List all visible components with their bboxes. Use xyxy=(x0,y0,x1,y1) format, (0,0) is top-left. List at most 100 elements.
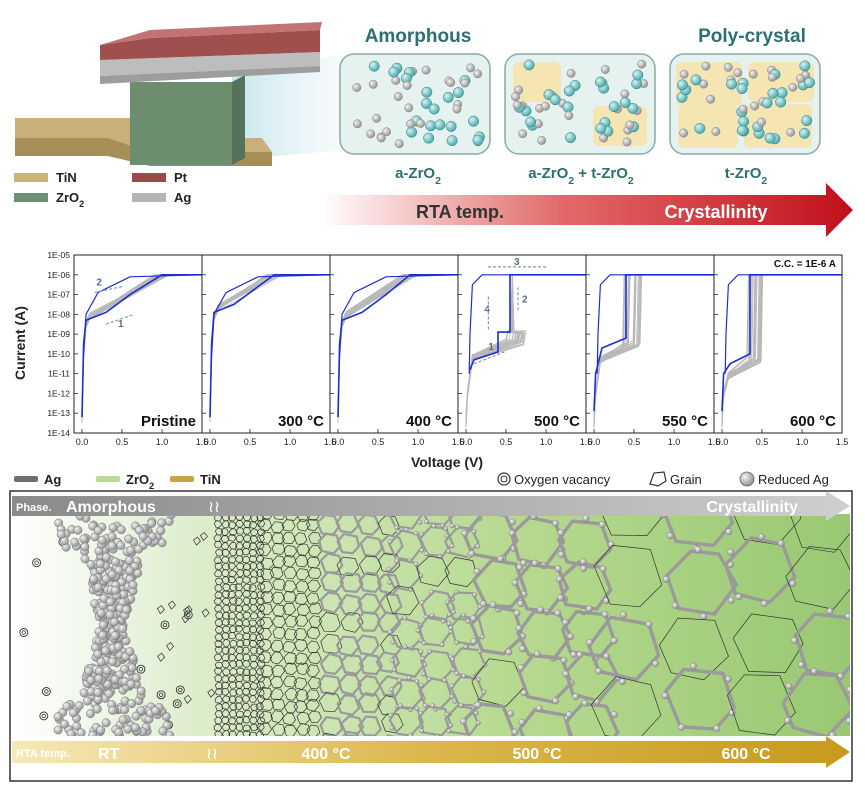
grain xyxy=(213,667,223,675)
reset-curve xyxy=(724,274,842,374)
reset-curve xyxy=(211,274,331,354)
grain xyxy=(221,702,230,710)
grain xyxy=(386,585,420,616)
reduced-ag xyxy=(157,518,167,528)
reduced-ag xyxy=(479,634,485,640)
reduced-ag xyxy=(620,611,627,619)
grain xyxy=(283,700,299,714)
reduced-ag xyxy=(858,655,864,661)
grain xyxy=(258,638,273,652)
ytick-label: 1E-13 xyxy=(47,408,70,418)
grain xyxy=(221,562,231,571)
crystallite-patch xyxy=(678,106,738,148)
zr-atom xyxy=(368,60,380,72)
reduced-ag xyxy=(110,675,120,684)
o-atom xyxy=(541,101,550,111)
phase-bar-right: Crystallinity xyxy=(706,499,798,516)
reduced-ag xyxy=(480,600,487,608)
grain xyxy=(228,681,237,689)
reduced-ag xyxy=(66,729,76,736)
temp-label-600: 600 °C xyxy=(721,746,771,763)
reduced-ag xyxy=(125,647,135,657)
grain xyxy=(227,562,236,570)
grain xyxy=(284,662,298,676)
o-atom xyxy=(637,59,647,69)
reduced-ag xyxy=(471,529,477,534)
grain xyxy=(235,514,244,521)
reduced-ag xyxy=(60,719,69,729)
reduced-ag xyxy=(126,679,136,689)
legend-swatch-pt xyxy=(132,173,166,182)
grain xyxy=(256,603,266,612)
grain xyxy=(283,652,298,665)
xtick-label: 1.0 xyxy=(284,437,297,447)
grain xyxy=(789,514,850,553)
reduced-ag xyxy=(678,723,685,731)
reduced-ag xyxy=(79,534,89,544)
reduced-ag xyxy=(421,671,426,677)
grain xyxy=(663,514,735,548)
grain xyxy=(235,723,244,731)
grain xyxy=(234,590,244,598)
reduced-ag xyxy=(96,657,106,667)
grain xyxy=(236,667,245,675)
reduced-ag xyxy=(443,526,449,531)
grain xyxy=(283,628,298,641)
reduced-ag xyxy=(424,519,429,525)
reduced-ag xyxy=(402,615,408,621)
grain xyxy=(220,542,230,550)
reduced-ag xyxy=(567,633,575,640)
grain xyxy=(234,696,244,704)
reduced-ag xyxy=(118,624,128,634)
reduced-ag xyxy=(402,644,408,650)
grain xyxy=(221,660,230,668)
grain xyxy=(256,640,265,648)
zr-atom xyxy=(799,60,811,72)
o-atom xyxy=(352,119,362,129)
zr-atom xyxy=(472,134,484,146)
reduced-ag xyxy=(465,618,471,624)
temp-label-rt: RT xyxy=(98,746,120,763)
reduced-ag xyxy=(844,612,850,620)
panel-frame xyxy=(201,254,331,434)
grain xyxy=(296,662,310,676)
grain xyxy=(308,532,322,545)
zr-atom xyxy=(549,94,561,106)
phase-bar-left: Amorphous xyxy=(66,499,156,516)
grain xyxy=(236,639,245,648)
reduced-ag xyxy=(70,537,80,547)
grain xyxy=(272,578,287,591)
reduced-ag xyxy=(461,529,469,537)
grain xyxy=(242,674,251,682)
grain xyxy=(257,582,266,591)
reduced-ag xyxy=(136,686,146,696)
grain xyxy=(228,695,237,704)
grain xyxy=(220,687,230,696)
o-atom xyxy=(404,103,414,113)
reduced-ag xyxy=(475,677,481,682)
grain xyxy=(227,534,237,542)
grain xyxy=(221,675,230,684)
zr-atom xyxy=(434,119,446,131)
reduced-ag xyxy=(98,630,108,640)
grain xyxy=(222,597,231,605)
grain xyxy=(256,534,265,543)
grain xyxy=(471,658,525,707)
rta-crystallinity-arrow: RTA temp. Crystallinity xyxy=(320,183,853,237)
grain xyxy=(248,633,258,641)
reduced-ag xyxy=(572,693,579,700)
grain xyxy=(295,580,310,593)
grain xyxy=(249,535,259,544)
zr-atom xyxy=(761,97,773,109)
grain xyxy=(229,702,238,711)
reset-curve xyxy=(83,274,203,354)
reduced-ag xyxy=(53,712,63,722)
reduced-ag xyxy=(138,531,148,541)
grain xyxy=(357,691,382,714)
reduced-ag xyxy=(80,542,90,552)
grain xyxy=(417,705,453,736)
grain xyxy=(318,612,341,632)
compliance-label: C.C. = 1E-6 A xyxy=(774,259,836,270)
reduced-ag-icon xyxy=(739,471,755,487)
